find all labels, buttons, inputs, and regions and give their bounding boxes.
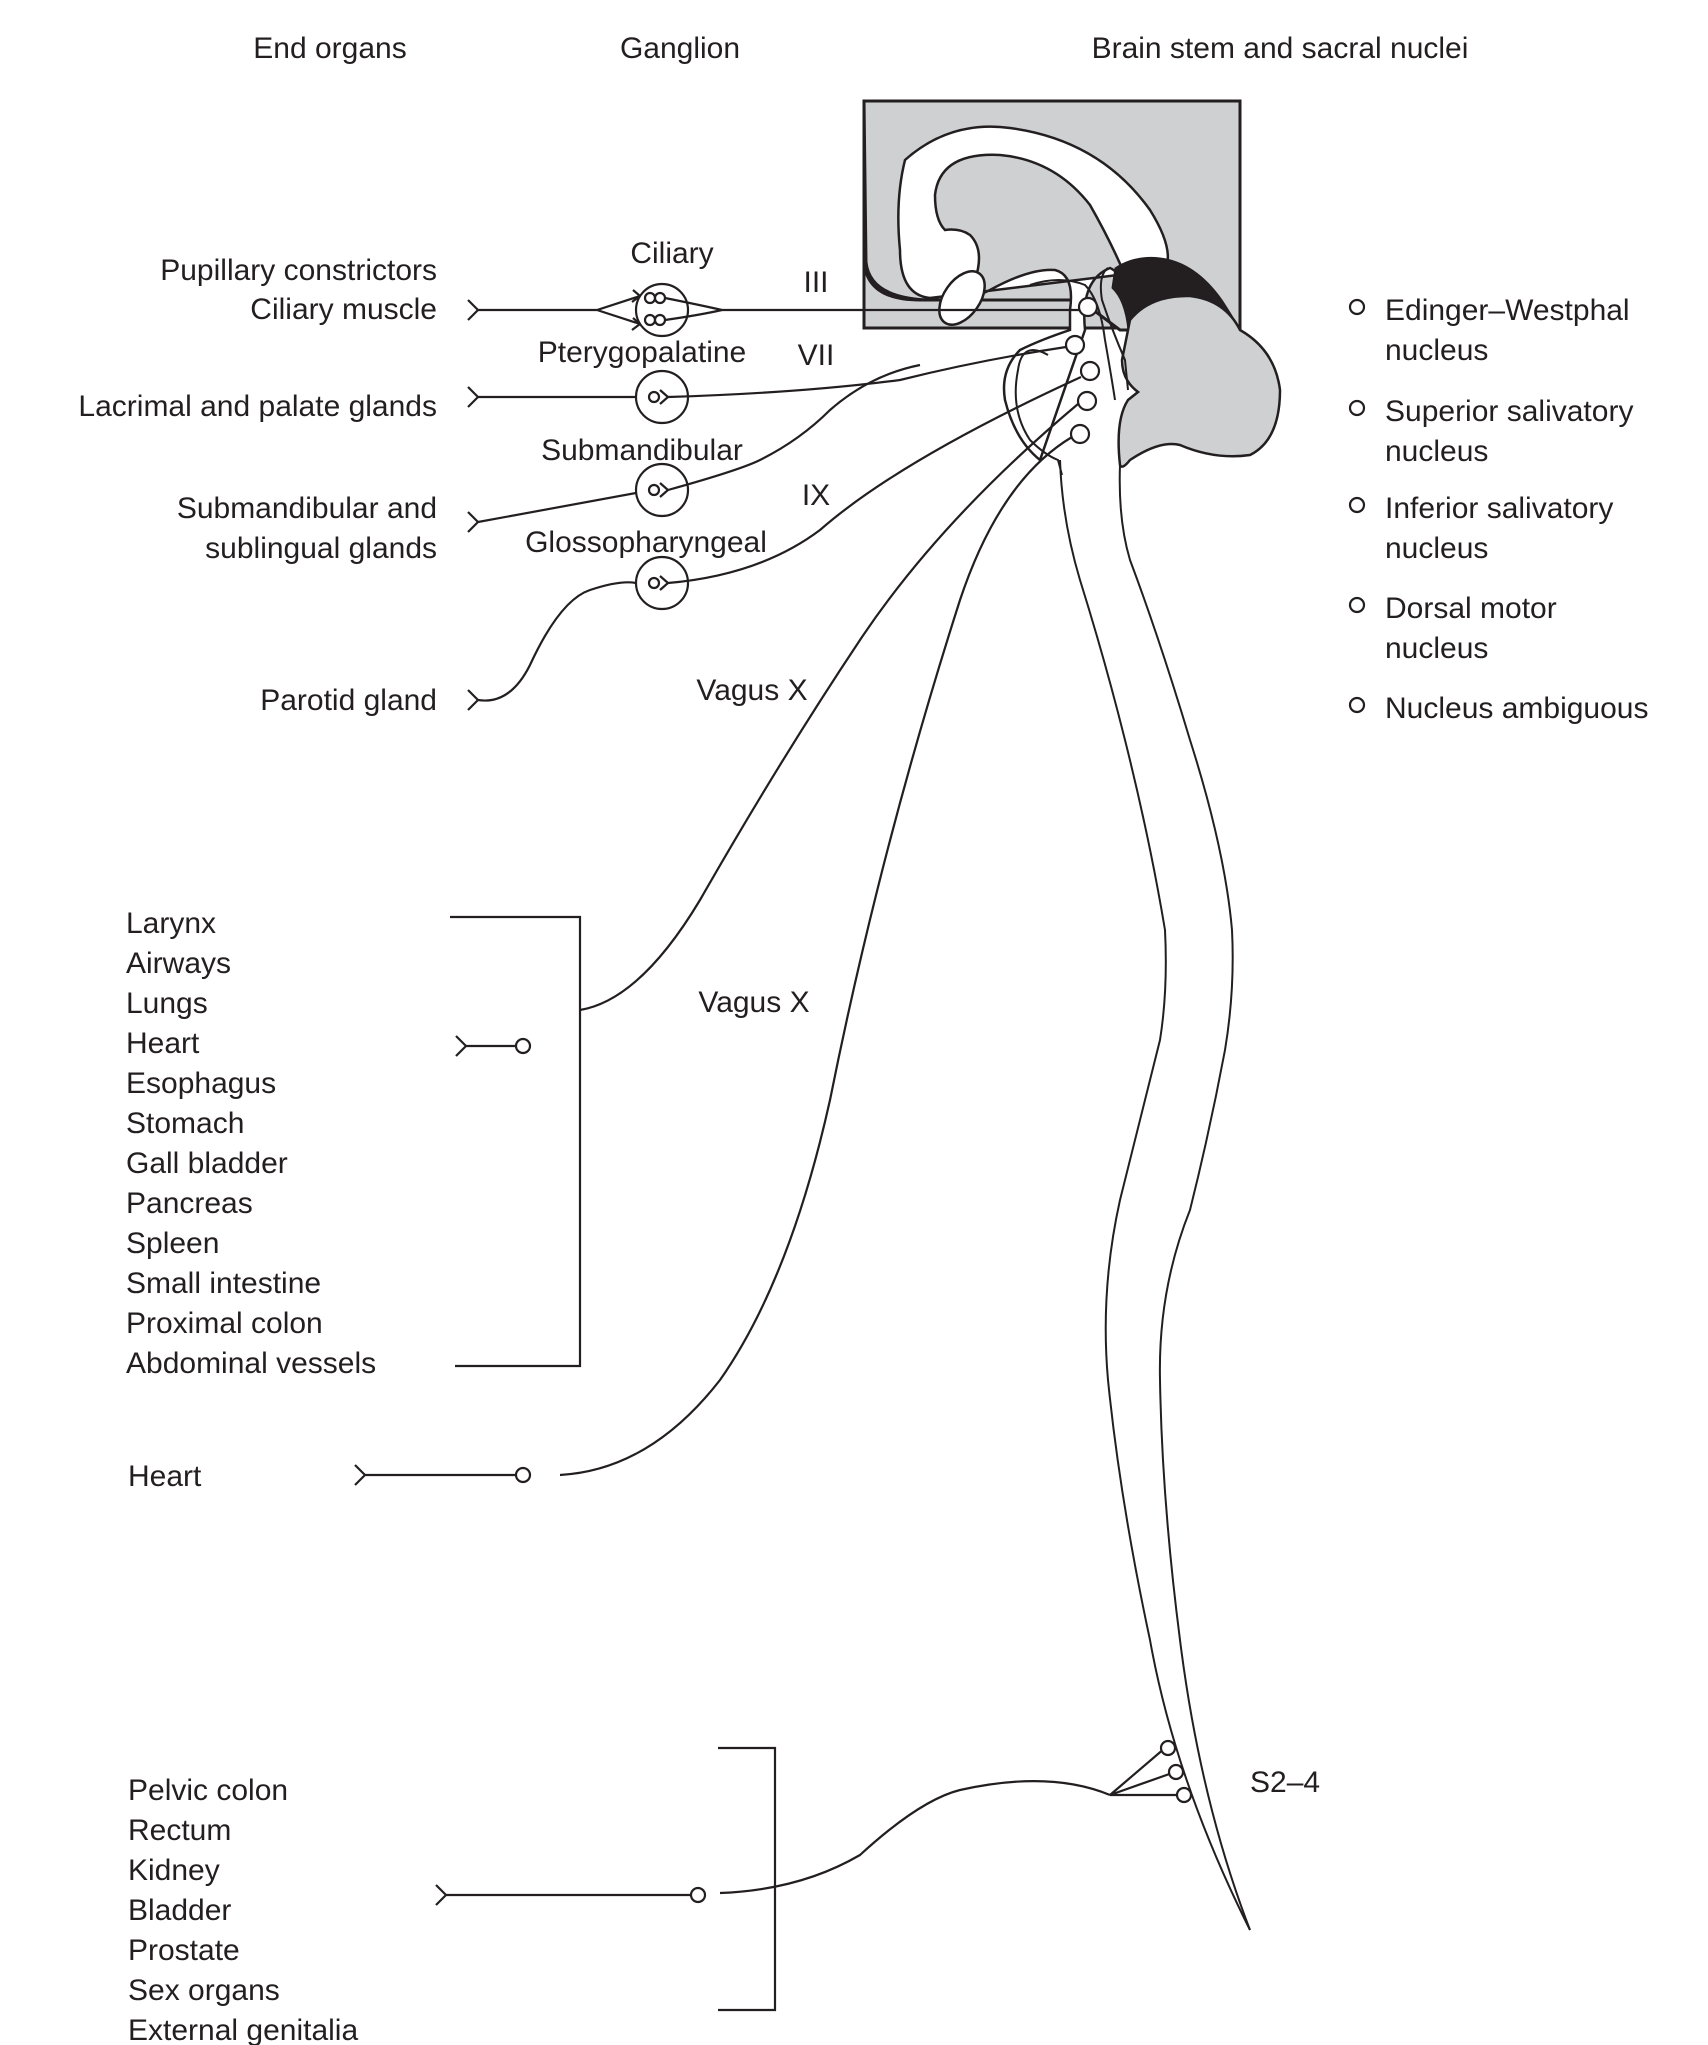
label-nerve-ix: IX [802,479,830,512]
organ-item: Pelvic colon [128,1774,288,1807]
heart-terminal-ganglion [514,1466,532,1484]
nucleus-superior-salivatory [1064,334,1086,356]
legend-item-line2: nucleus [1385,334,1488,367]
nerve-ix-pathway [467,376,1082,711]
sacral-nucleus-1 [1159,1739,1177,1757]
organ-item: Kidney [128,1854,220,1887]
organ-item: Stomach [126,1107,244,1140]
sacral-pathway [435,1739,1193,2012]
header-end-organs: End organs [253,32,406,65]
vagus-lower-pathway [354,436,1073,1486]
legend-item-line1: Inferior salivatory [1385,492,1613,525]
label-ciliary-muscle: Ciliary muscle [250,293,437,326]
legend-item-line2: nucleus [1385,435,1488,468]
organ-item: Lungs [126,987,208,1020]
vagus-terminal-ganglion [514,1037,532,1055]
label-submandibular-line1: Submandibular and [177,492,437,525]
spinal-cord-right-edge [1118,464,1251,1931]
organ-item: Larynx [126,907,216,940]
brainstem-nuclei [1064,296,1101,445]
ciliary-ganglion [634,282,690,338]
pelvic-terminal-ganglion [689,1886,707,1904]
organ-item: Esophagus [126,1067,276,1100]
organ-item: Abdominal vessels [126,1347,376,1380]
organ-item: Spleen [126,1227,219,1260]
legend-item-line2: nucleus [1385,632,1488,665]
label-pterygopalatine-ganglion: Pterygopalatine [538,336,746,369]
organ-item: Pancreas [126,1187,253,1220]
header-ganglion: Ganglion [620,32,740,65]
spinal-cord-left-edge [1059,459,1251,1931]
sacral-organ-list: Pelvic colon Rectum Kidney Bladder Prost… [128,1774,358,2045]
nucleus-inferior-salivatory [1079,360,1101,382]
glossopharyngeal-ganglion [634,555,690,611]
label-pupillary-constrictors: Pupillary constrictors [160,254,437,287]
organ-item: Rectum [128,1814,231,1847]
header-nuclei: Brain stem and sacral nuclei [1092,32,1469,65]
legend-item-line2: nucleus [1385,532,1488,565]
label-nerve-iii: III [803,266,828,299]
legend-circle-icon [1348,596,1366,614]
label-parotid: Parotid gland [260,684,437,717]
nucleus-ambiguous [1069,423,1091,445]
submandibular-ganglion [634,462,690,518]
organ-item: Sex organs [128,1974,280,2007]
legend-circle-icon [1348,298,1366,316]
brain-illustration [862,99,1282,476]
sacral-nucleus-2 [1167,1763,1185,1781]
organ-item: Gall bladder [126,1147,288,1180]
label-nerve-vii: VII [798,339,835,372]
brainstem-posterior-line [1099,267,1129,391]
legend-circle-icon [1348,696,1366,714]
label-vagus-upper: Vagus X [696,674,807,707]
optic-chiasm-oval [938,270,986,326]
organ-item: Bladder [128,1894,231,1927]
vagus-organ-list: Larynx Airways Lungs Heart Esophagus Sto… [126,907,376,1380]
organ-item: Airways [126,947,231,980]
submandibular-pathway [467,363,921,533]
nucleus-dorsal-motor [1076,390,1098,412]
nerve-vii-pathway [467,345,1067,425]
label-heart-single: Heart [128,1460,202,1493]
nerve-iii-pathway [467,282,1079,338]
organ-item: External genitalia [128,2014,358,2045]
legend-item-line1: Superior salivatory [1385,395,1633,428]
brainstem-upper [929,266,1121,463]
organ-item: Proximal colon [126,1307,323,1340]
label-lacrimal-palate: Lacrimal and palate glands [78,390,437,423]
label-ciliary-ganglion: Ciliary [630,237,713,270]
legend-item-line1: Edinger–Westphal [1385,294,1630,327]
label-submandibular-line2: sublingual glands [205,532,437,565]
legend-item-line1: Nucleus ambiguous [1385,692,1648,725]
sacral-nucleus-3 [1175,1786,1193,1804]
nucleus-edinger-westphal [1077,296,1099,318]
organ-item: Heart [126,1027,200,1060]
organ-item: Prostate [128,1934,240,1967]
legend-circle-icon [1348,496,1366,514]
label-glossopharyngeal-ganglion: Glossopharyngeal [525,526,767,559]
label-vagus-lower: Vagus X [698,986,809,1019]
legend-circle-icon [1348,399,1366,417]
organ-item: Small intestine [126,1267,321,1300]
cerebellum [1117,294,1282,468]
legend-item-line1: Dorsal motor [1385,592,1557,625]
label-submandibular-ganglion: Submandibular [541,434,743,467]
label-sacral-s2-4: S2–4 [1250,1766,1320,1799]
nuclei-legend: Edinger–Westphal nucleus Superior saliva… [1348,294,1648,725]
vagus-upper-pathway [450,403,1079,1368]
